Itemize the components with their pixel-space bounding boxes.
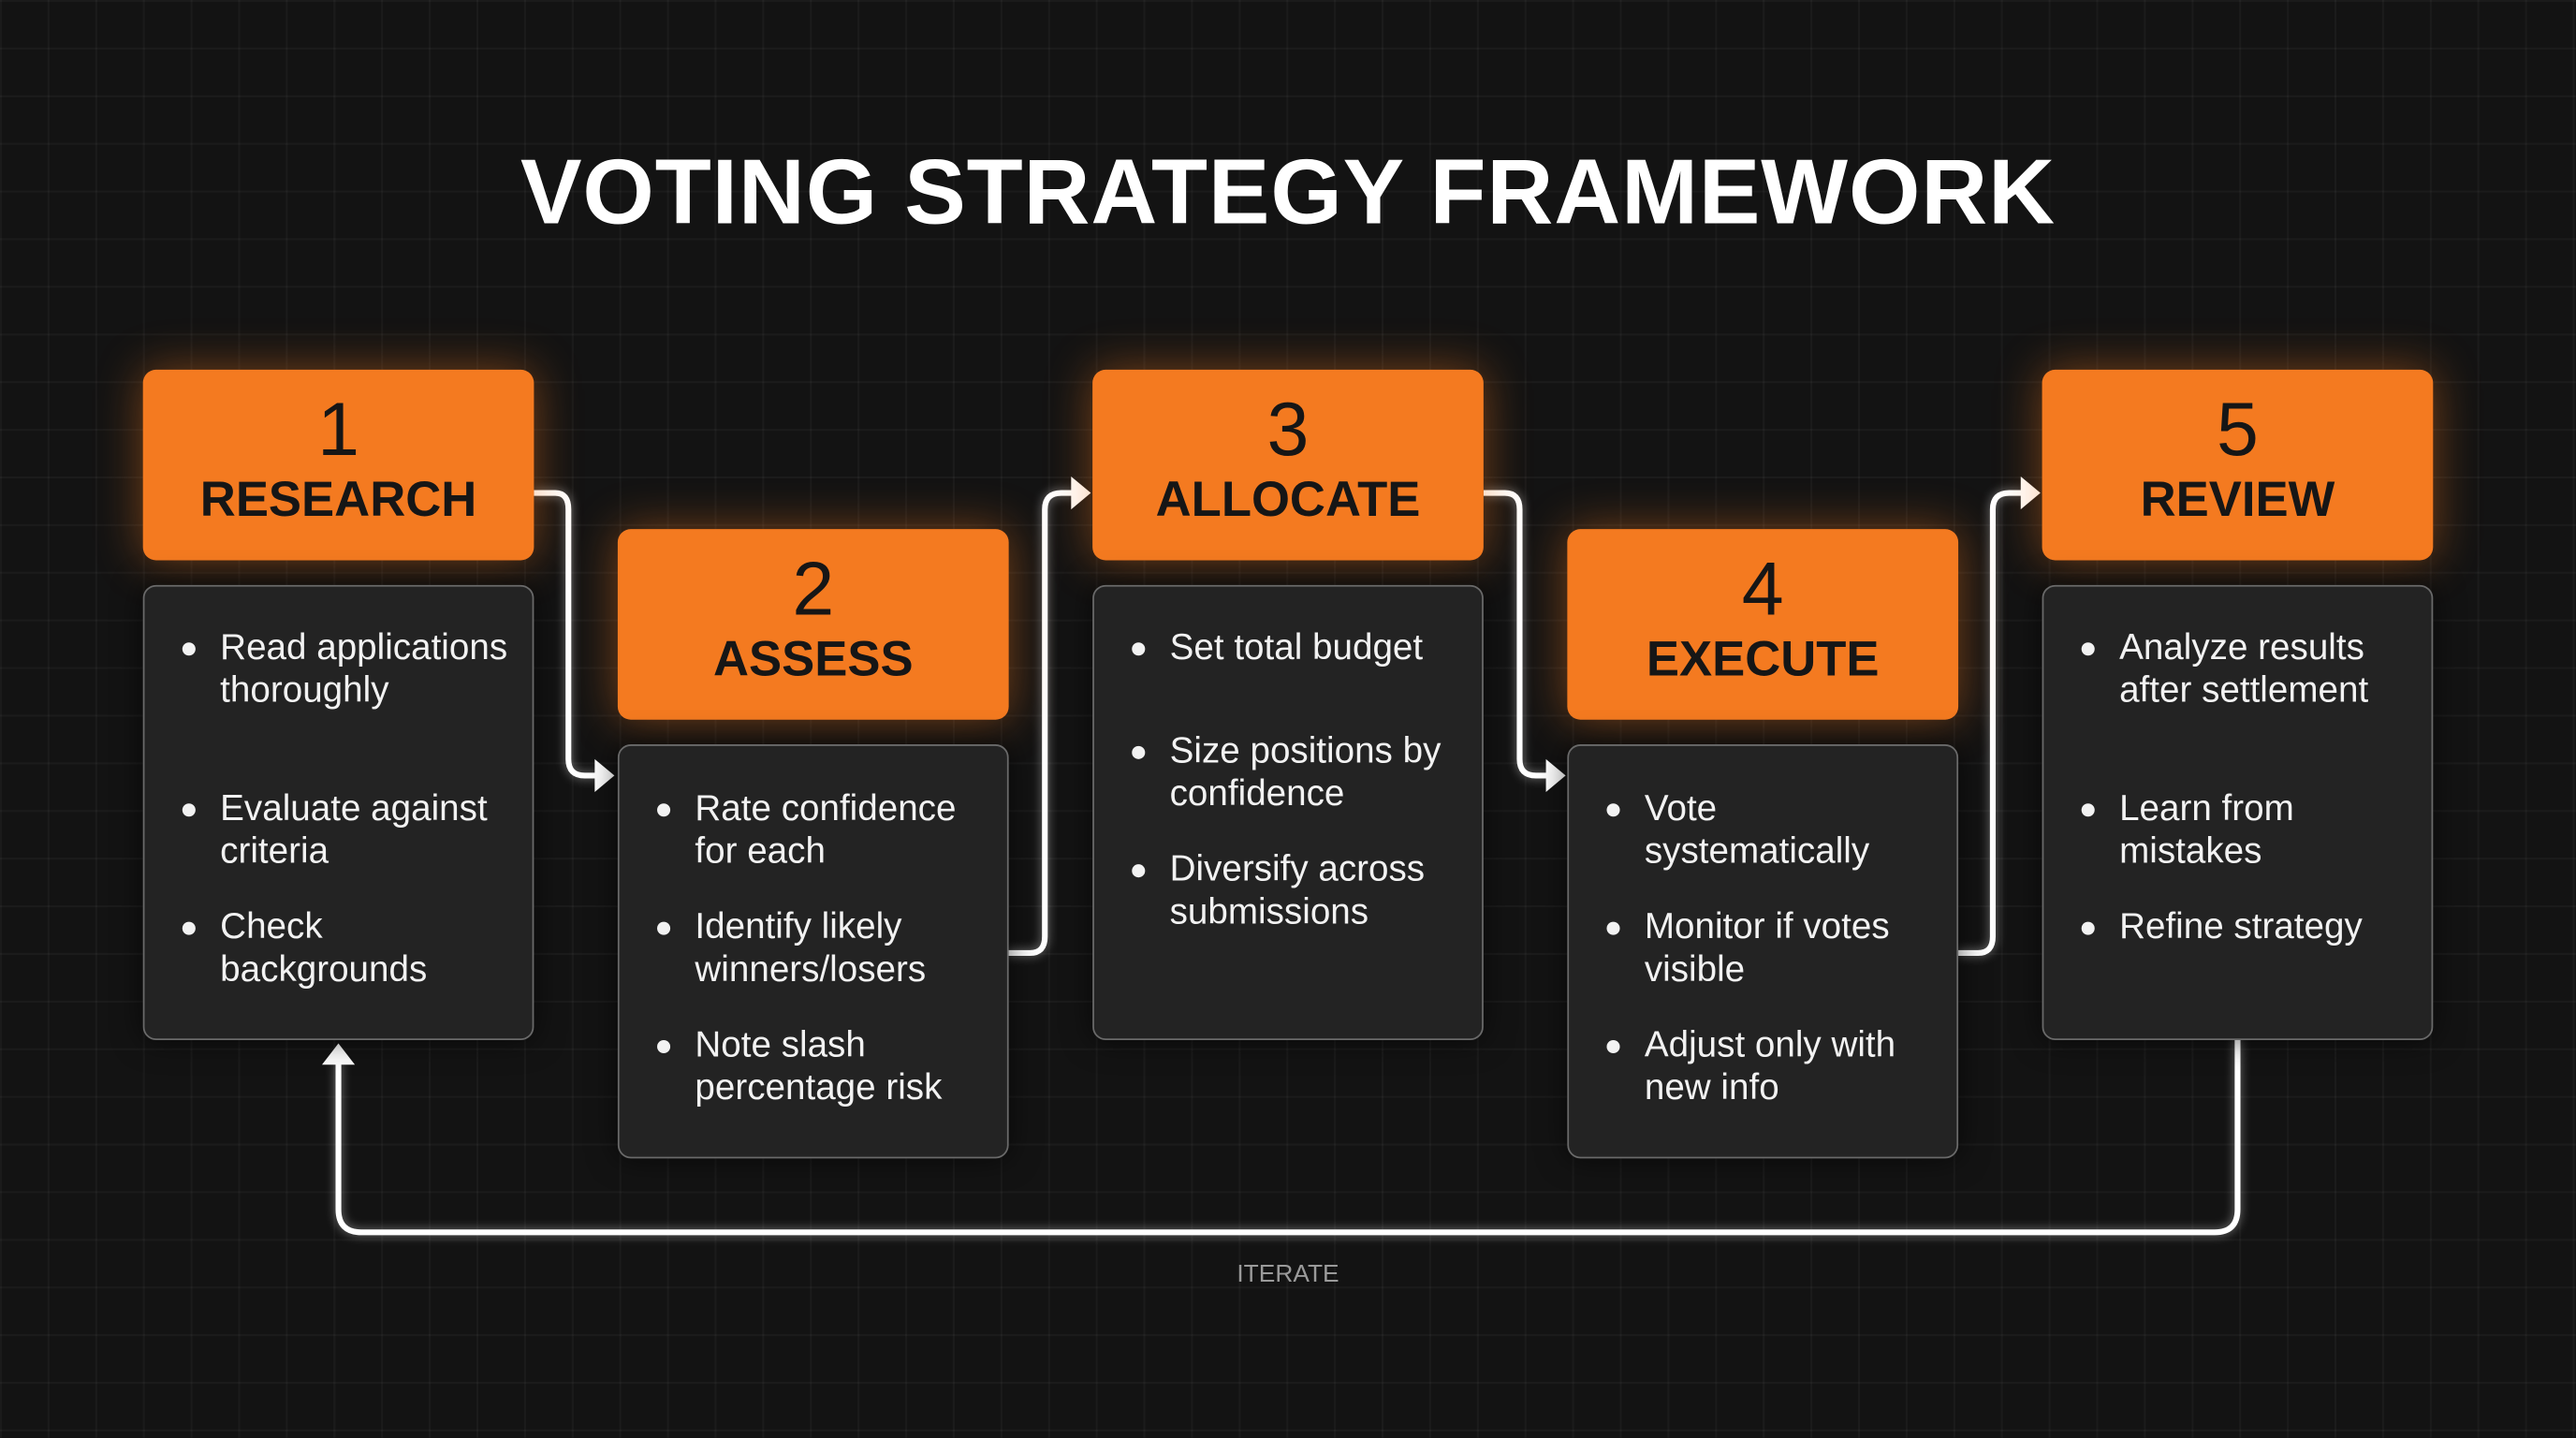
list-item: Set total budget [1132, 626, 1469, 669]
arrow-4-to-5 [1958, 490, 2025, 957]
step-5-card: Analyze results after settlement Learn f… [2042, 584, 2434, 1040]
list-item: Evaluate against criteria [182, 787, 519, 873]
step-2-header: 2 ASSESS [617, 529, 1009, 720]
arrow-3-to-4 [1483, 490, 1550, 779]
iterate-loop-arrow [335, 1038, 2241, 1236]
arrowhead-icon [1545, 758, 1566, 792]
list-item: Size positions by confidence [1132, 729, 1469, 814]
step-label: ASSESS [712, 632, 914, 687]
arrowhead-icon [594, 758, 615, 792]
list-item: Refine strategy [2081, 905, 2418, 948]
list-item: Diversify across submissions [1132, 848, 1469, 933]
list-item: Rate confidence for each [657, 787, 993, 873]
step-3-card: Set total budget Size positions by confi… [1092, 584, 1484, 1040]
arrowhead-icon [321, 1043, 356, 1065]
step-1-card: Read applications thoroughly Evaluate ag… [142, 584, 534, 1040]
step-3-header: 3 ALLOCATE [1092, 369, 1484, 561]
step-4-header: 4 EXECUTE [1567, 529, 1959, 720]
page-title: VOTING STRATEGY FRAMEWORK [520, 139, 2056, 243]
list-item: Note slash percentage risk [657, 1023, 993, 1108]
arrowhead-icon [2020, 476, 2041, 510]
step-number: 4 [1741, 545, 1784, 631]
step-label: EXECUTE [1646, 632, 1880, 687]
iterate-label: ITERATE [1237, 1260, 1339, 1288]
arrow-1-to-2 [534, 490, 598, 779]
step-1-header: 1 RESEARCH [142, 369, 534, 561]
list-item: Check backgrounds [182, 905, 519, 990]
arrowhead-icon [1071, 476, 1091, 510]
step-number: 5 [2216, 386, 2259, 472]
step-label: RESEARCH [199, 473, 477, 528]
step-label: ALLOCATE [1155, 473, 1421, 528]
list-item: Adjust only with new info [1606, 1023, 1943, 1108]
step-4-card: Vote systematically Monitor if votes vis… [1567, 744, 1959, 1159]
step-label: REVIEW [2140, 473, 2335, 528]
list-item: Read applications thoroughly [182, 626, 519, 712]
step-number: 3 [1266, 386, 1310, 472]
step-number: 1 [317, 386, 360, 472]
step-number: 2 [792, 545, 835, 631]
list-item: Monitor if votes visible [1606, 905, 1943, 990]
arrow-2-to-3 [1006, 490, 1075, 957]
list-item: Identify likely winners/losers [657, 905, 993, 990]
list-item: Learn from mistakes [2081, 787, 2418, 873]
step-5-header: 5 REVIEW [2042, 369, 2434, 561]
list-item: Analyze results after settlement [2081, 626, 2418, 712]
step-2-card: Rate confidence for each Identify likely… [617, 744, 1009, 1159]
list-item: Vote systematically [1606, 787, 1943, 873]
